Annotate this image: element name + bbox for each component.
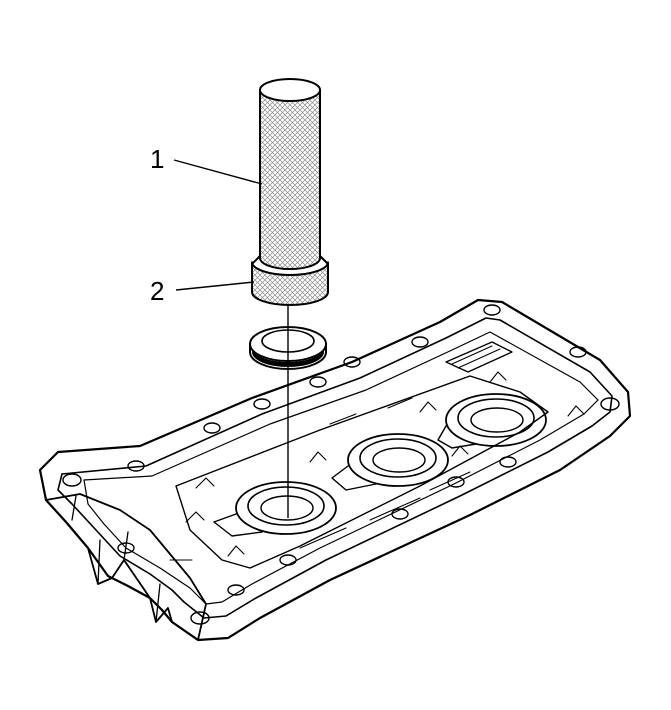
seal-installer-tool xyxy=(251,78,329,306)
leader-line-2 xyxy=(175,281,255,291)
valve-cover xyxy=(38,298,632,642)
plug-tube-front xyxy=(213,481,337,537)
installer-handle xyxy=(259,89,321,270)
plug-tube-middle xyxy=(331,433,449,491)
callout-2: 2 xyxy=(150,276,255,306)
plug-tube-rear xyxy=(437,393,547,449)
seal-ring xyxy=(249,326,327,370)
callout-1: 1 xyxy=(150,144,263,185)
callout-label-1: 1 xyxy=(150,144,164,174)
callout-label-2: 2 xyxy=(150,276,164,306)
leader-line-1 xyxy=(173,159,263,185)
